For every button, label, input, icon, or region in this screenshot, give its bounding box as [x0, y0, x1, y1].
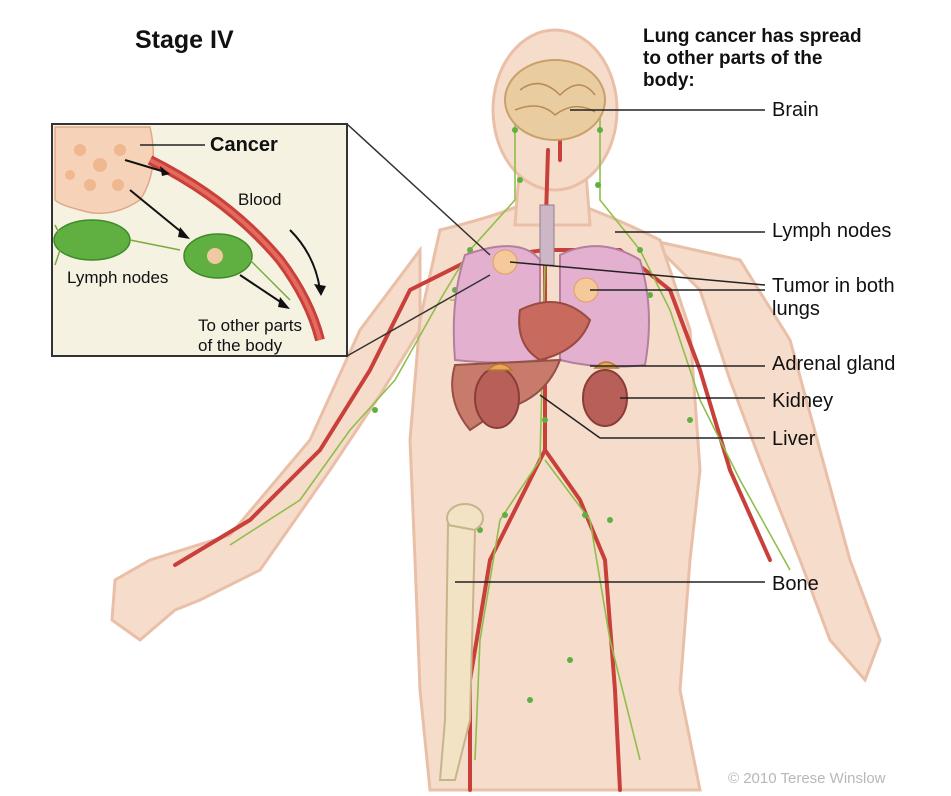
- trachea: [540, 205, 554, 265]
- inset-label-to-other-parts: To other parts of the body: [198, 316, 302, 356]
- label-liver: Liver: [772, 428, 815, 451]
- label-adrenal-gland: Adrenal gland: [772, 353, 895, 376]
- label-tumor: Tumor in both lungs: [772, 275, 895, 321]
- brain: [505, 60, 605, 140]
- inset-label-lymph-nodes: Lymph nodes: [67, 268, 168, 288]
- copyright: © 2010 Terese Winslow: [728, 770, 886, 787]
- stage-title: Stage IV: [135, 26, 234, 55]
- spread-heading: Lung cancer has spread to other parts of…: [643, 26, 862, 92]
- inset-label-blood: Blood: [238, 190, 281, 210]
- label-bone: Bone: [772, 573, 819, 596]
- label-brain: Brain: [772, 99, 819, 122]
- label-kidney: Kidney: [772, 390, 833, 413]
- label-lymph-nodes: Lymph nodes: [772, 220, 891, 243]
- inset-label-cancer: Cancer: [210, 134, 278, 157]
